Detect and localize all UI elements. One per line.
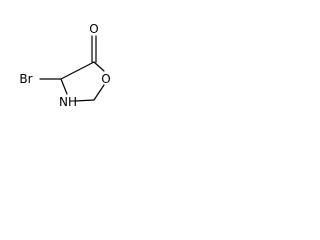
- atom-bromine: Br: [19, 72, 32, 86]
- atom-carbonyl-oxygen: O: [89, 22, 98, 36]
- bond-o1-c2: [93, 84, 105, 101]
- structural-formula: O O NH Br: [19, 22, 110, 109]
- bond-c4-c5: [60, 61, 95, 80]
- atom-nitrogen: NH: [59, 95, 77, 109]
- atom-ring-oxygen: O: [101, 72, 110, 86]
- bond-c2-n3: [74, 99, 95, 102]
- bond-n3-c4: [60, 78, 68, 95]
- bond-c5-o1: [93, 61, 105, 72]
